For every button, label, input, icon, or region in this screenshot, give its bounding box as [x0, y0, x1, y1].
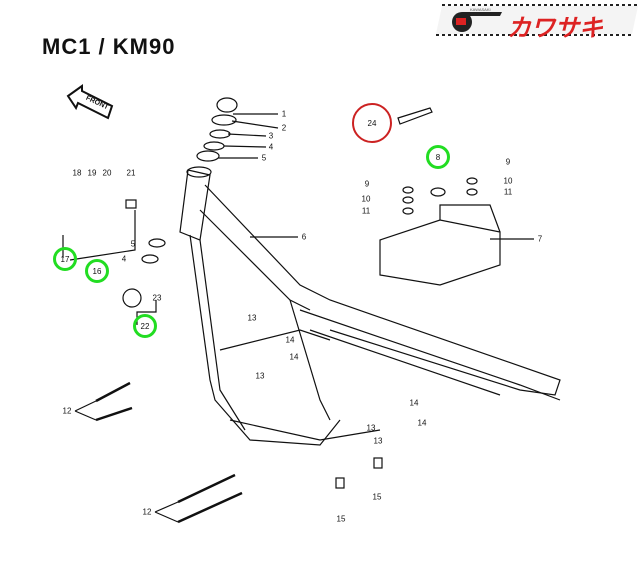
callout-23: 23 [152, 293, 162, 303]
callout-11: 11 [361, 206, 371, 216]
kawasaki-logo: KAWASAKI カワサキ [432, 2, 638, 42]
callout-22-highlight[interactable]: 22 [133, 314, 157, 338]
callout-5: 5 [261, 153, 267, 163]
callout-17-highlight[interactable]: 17 [53, 247, 77, 271]
callout-19: 19 [87, 168, 97, 178]
callout-1: 1 [281, 109, 287, 119]
logo-text: カワサキ [507, 15, 603, 42]
callout-20: 20 [102, 168, 112, 178]
callout-14: 14 [417, 418, 427, 428]
callout-9: 9 [364, 179, 370, 189]
callout-14: 14 [409, 398, 419, 408]
logo-small-text: KAWASAKI [470, 7, 491, 12]
callout-16-highlight[interactable]: 16 [85, 259, 109, 283]
callout-13: 13 [247, 313, 257, 323]
callout-6: 6 [301, 232, 307, 242]
callout-15: 15 [336, 514, 346, 524]
callout-12: 12 [62, 406, 72, 416]
callout-4: 4 [268, 142, 274, 152]
callout-13: 13 [373, 436, 383, 446]
callout-14: 14 [285, 335, 295, 345]
callout-4: 4 [121, 254, 127, 264]
callout-11: 11 [503, 187, 513, 197]
callout-21: 21 [126, 168, 136, 178]
callout-3: 3 [268, 131, 274, 141]
callout-15: 15 [372, 492, 382, 502]
callout-13: 13 [255, 371, 265, 381]
page-title: MC1 / KM90 [42, 34, 176, 59]
callout-12: 12 [142, 507, 152, 517]
callout-10: 10 [361, 194, 371, 204]
callout-14: 14 [289, 352, 299, 362]
callout-2: 2 [281, 123, 287, 133]
callout-7: 7 [537, 234, 543, 244]
callout-9: 9 [505, 157, 511, 167]
callout-8-highlight[interactable]: 8 [426, 145, 450, 169]
callout-13: 13 [366, 423, 376, 433]
callout-18: 18 [72, 168, 82, 178]
callout-24-highlight[interactable]: 24 [352, 103, 392, 143]
callout-10: 10 [503, 176, 513, 186]
callout-5: 5 [130, 239, 136, 249]
